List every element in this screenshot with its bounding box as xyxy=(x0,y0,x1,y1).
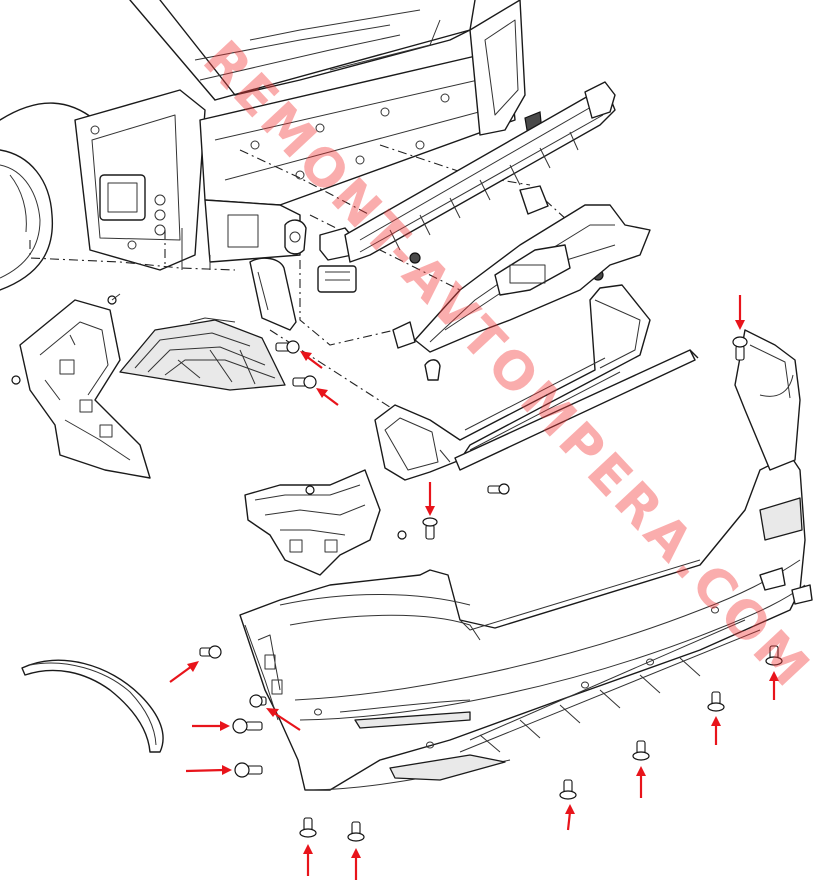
screw-bottom-4 xyxy=(632,740,650,761)
screw-bottom-5 xyxy=(707,691,725,712)
arrow-bottom-1 xyxy=(303,844,313,876)
arrow-bottom-6 xyxy=(769,671,779,700)
screw-bottom-6 xyxy=(765,645,783,666)
clip-top-right xyxy=(732,336,748,361)
screw-bottom-1 xyxy=(299,817,317,838)
side-mount-bracket-left xyxy=(11,293,151,479)
screw-left-1 xyxy=(199,645,222,659)
fasteners xyxy=(199,336,783,842)
arrow-taillight-upper xyxy=(300,351,323,369)
arrow-beam-down xyxy=(425,482,435,516)
screw-taillight-lower xyxy=(292,375,317,389)
arrow-bottom-2 xyxy=(351,848,361,880)
arrow-taillight-lower xyxy=(316,388,339,406)
reinforcement-beam xyxy=(374,284,699,481)
screw-left-2 xyxy=(249,694,267,708)
arrow-left-2 xyxy=(266,708,301,731)
taillight xyxy=(119,317,286,391)
bumper-carrier xyxy=(414,204,651,353)
arrow-left-4 xyxy=(185,765,232,775)
arrow-top-right-down xyxy=(735,295,745,330)
screw-bottom-2 xyxy=(347,821,365,842)
screw-bottom-3 xyxy=(559,779,577,800)
arrow-left-1 xyxy=(169,661,199,683)
arrow-bottom-3 xyxy=(565,804,575,831)
car-body-rear xyxy=(0,0,526,291)
wheel-arch-trim xyxy=(21,659,164,753)
arrow-bottom-4 xyxy=(636,766,646,798)
bumper-cover xyxy=(239,329,813,791)
arrow-bottom-5 xyxy=(711,716,721,745)
bracket-lower-left xyxy=(244,469,407,576)
screw-beam xyxy=(487,483,510,495)
energy-absorber xyxy=(344,81,616,281)
screw-taillight-upper xyxy=(275,340,300,354)
red-arrows xyxy=(169,295,779,880)
clip-center xyxy=(422,517,438,540)
screw-left-4 xyxy=(234,762,263,778)
screw-left-3 xyxy=(232,718,263,734)
arrow-left-3 xyxy=(192,721,230,731)
splash-cover xyxy=(249,257,297,331)
